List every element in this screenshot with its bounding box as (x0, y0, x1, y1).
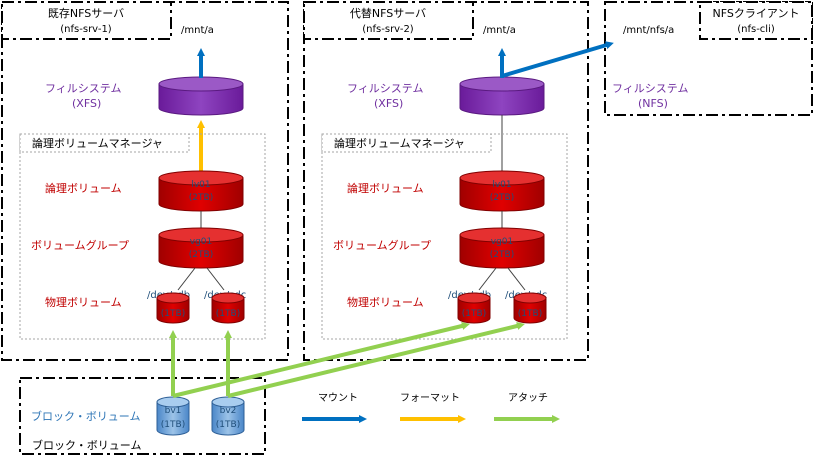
alternate-lvm-frame (321, 133, 568, 340)
bv2-size: (1TB) (216, 420, 240, 430)
existing-server-title-box (1, 1, 172, 40)
client-title-box (699, 1, 813, 40)
alternate-lvm-title-box (321, 133, 492, 153)
client-fs-type: (NFS) (638, 97, 668, 110)
alternate-vg-pv1-link (478, 267, 497, 291)
legend-attach-label: アタッチ (508, 392, 548, 404)
client-host: (nfs-cli) (737, 24, 775, 35)
block-volume-area: ブロック・ボリューム ブロック・ボリューム bv1 (1TB) bv2 (1TB… (19, 377, 266, 455)
attach-arrow-bv1-alternate (172, 322, 470, 398)
alternate-vg-pv2-link (507, 267, 526, 291)
alternate-server-title-box (303, 1, 474, 40)
alternate-lv-cylinder (459, 170, 545, 212)
alternate-server-title: 代替NFSサーバ (350, 6, 426, 20)
block-volume-frame-label: ブロック・ボリューム (32, 438, 141, 452)
alternate-pv1-size: (1TB) (462, 309, 486, 319)
nfs-client: NFSクライアント (nfs-cli) /mnt/nfs/a フィルシステム (… (604, 1, 813, 116)
nfs-mount-arrow (501, 41, 614, 78)
existing-vg-cylinder (158, 227, 244, 269)
alternate-server: 代替NFSサーバ (nfs-srv-2) /mnt/a フィルシステム (XFS… (303, 1, 589, 361)
existing-vg-label: ボリュームグループ (31, 238, 129, 252)
existing-fs-type: (XFS) (72, 97, 101, 110)
existing-lvm-frame (19, 133, 266, 340)
existing-server: 既存NFSサーバ (nfs-srv-1) /mnt/a フィルシステム (XFS… (1, 1, 289, 361)
existing-server-title: 既存NFSサーバ (48, 6, 124, 20)
bv2-name: bv2 (220, 406, 237, 416)
client-mount-path: /mnt/nfs/a (623, 25, 674, 36)
existing-mount-path: /mnt/a (181, 25, 214, 36)
alternate-lv-size: (2TB) (490, 193, 514, 203)
existing-lv-label: 論理ボリューム (45, 181, 122, 195)
alternate-lv-label: 論理ボリューム (347, 181, 424, 195)
alternate-pv2-size: (1TB) (518, 309, 542, 319)
legend: マウント フォーマット アタッチ (302, 392, 560, 423)
alternate-lvm-title: 論理ボリュームマネージャ (334, 136, 465, 150)
alternate-fs-type: (XFS) (374, 97, 403, 110)
alternate-server-host: (nfs-srv-2) (362, 24, 414, 35)
alternate-fs-label: フィルシステム (347, 82, 423, 95)
client-fs-label: フィルシステム (612, 82, 688, 95)
existing-pv1-size: (1TB) (161, 309, 185, 319)
existing-lv-cylinder (158, 170, 244, 212)
bv1-size: (1TB) (161, 420, 185, 430)
existing-pv2-cylinder (211, 292, 245, 324)
existing-vg-size: (2TB) (189, 250, 213, 260)
existing-fs-label: フィルシステム (45, 82, 121, 95)
legend-format-label: フォーマット (400, 393, 460, 404)
alternate-pv-label: 物理ボリューム (347, 295, 424, 309)
alternate-pv2-cylinder (513, 292, 547, 324)
bv1-cylinder (156, 396, 190, 436)
block-volume-frame (19, 377, 266, 455)
existing-pv-label: 物理ボリューム (45, 295, 122, 309)
existing-vg-pv2-link (206, 267, 225, 291)
existing-server-host: (nfs-srv-1) (60, 24, 112, 35)
bv1-name: bv1 (165, 406, 182, 416)
alternate-mount-path: /mnt/a (483, 25, 516, 36)
existing-vg-name: vg01 (190, 237, 213, 247)
alternate-pv1-cylinder (457, 292, 491, 324)
legend-mount-label: マウント (318, 392, 358, 404)
attach-arrow-bv2-alternate (227, 322, 525, 398)
existing-lvm-title-box (19, 133, 190, 153)
client-title: NFSクライアント (713, 7, 800, 20)
existing-lv-size: (2TB) (189, 193, 213, 203)
existing-lvm-title: 論理ボリュームマネージャ (32, 136, 163, 150)
bv2-cylinder (211, 396, 245, 436)
alternate-vg-label: ボリュームグループ (333, 238, 431, 252)
existing-pv1-cylinder (156, 292, 190, 324)
alternate-lv-name: lv01 (492, 180, 511, 190)
block-volume-label: ブロック・ボリューム (31, 409, 140, 423)
alternate-vg-cylinder (459, 227, 545, 269)
alternate-fs-cylinder (459, 76, 545, 116)
existing-pv2-size: (1TB) (216, 309, 240, 319)
existing-fs-cylinder (158, 76, 244, 116)
existing-lv-name: lv01 (191, 180, 210, 190)
alternate-vg-size: (2TB) (490, 250, 514, 260)
existing-vg-pv1-link (177, 267, 196, 291)
alternate-vg-name: vg01 (491, 237, 514, 247)
